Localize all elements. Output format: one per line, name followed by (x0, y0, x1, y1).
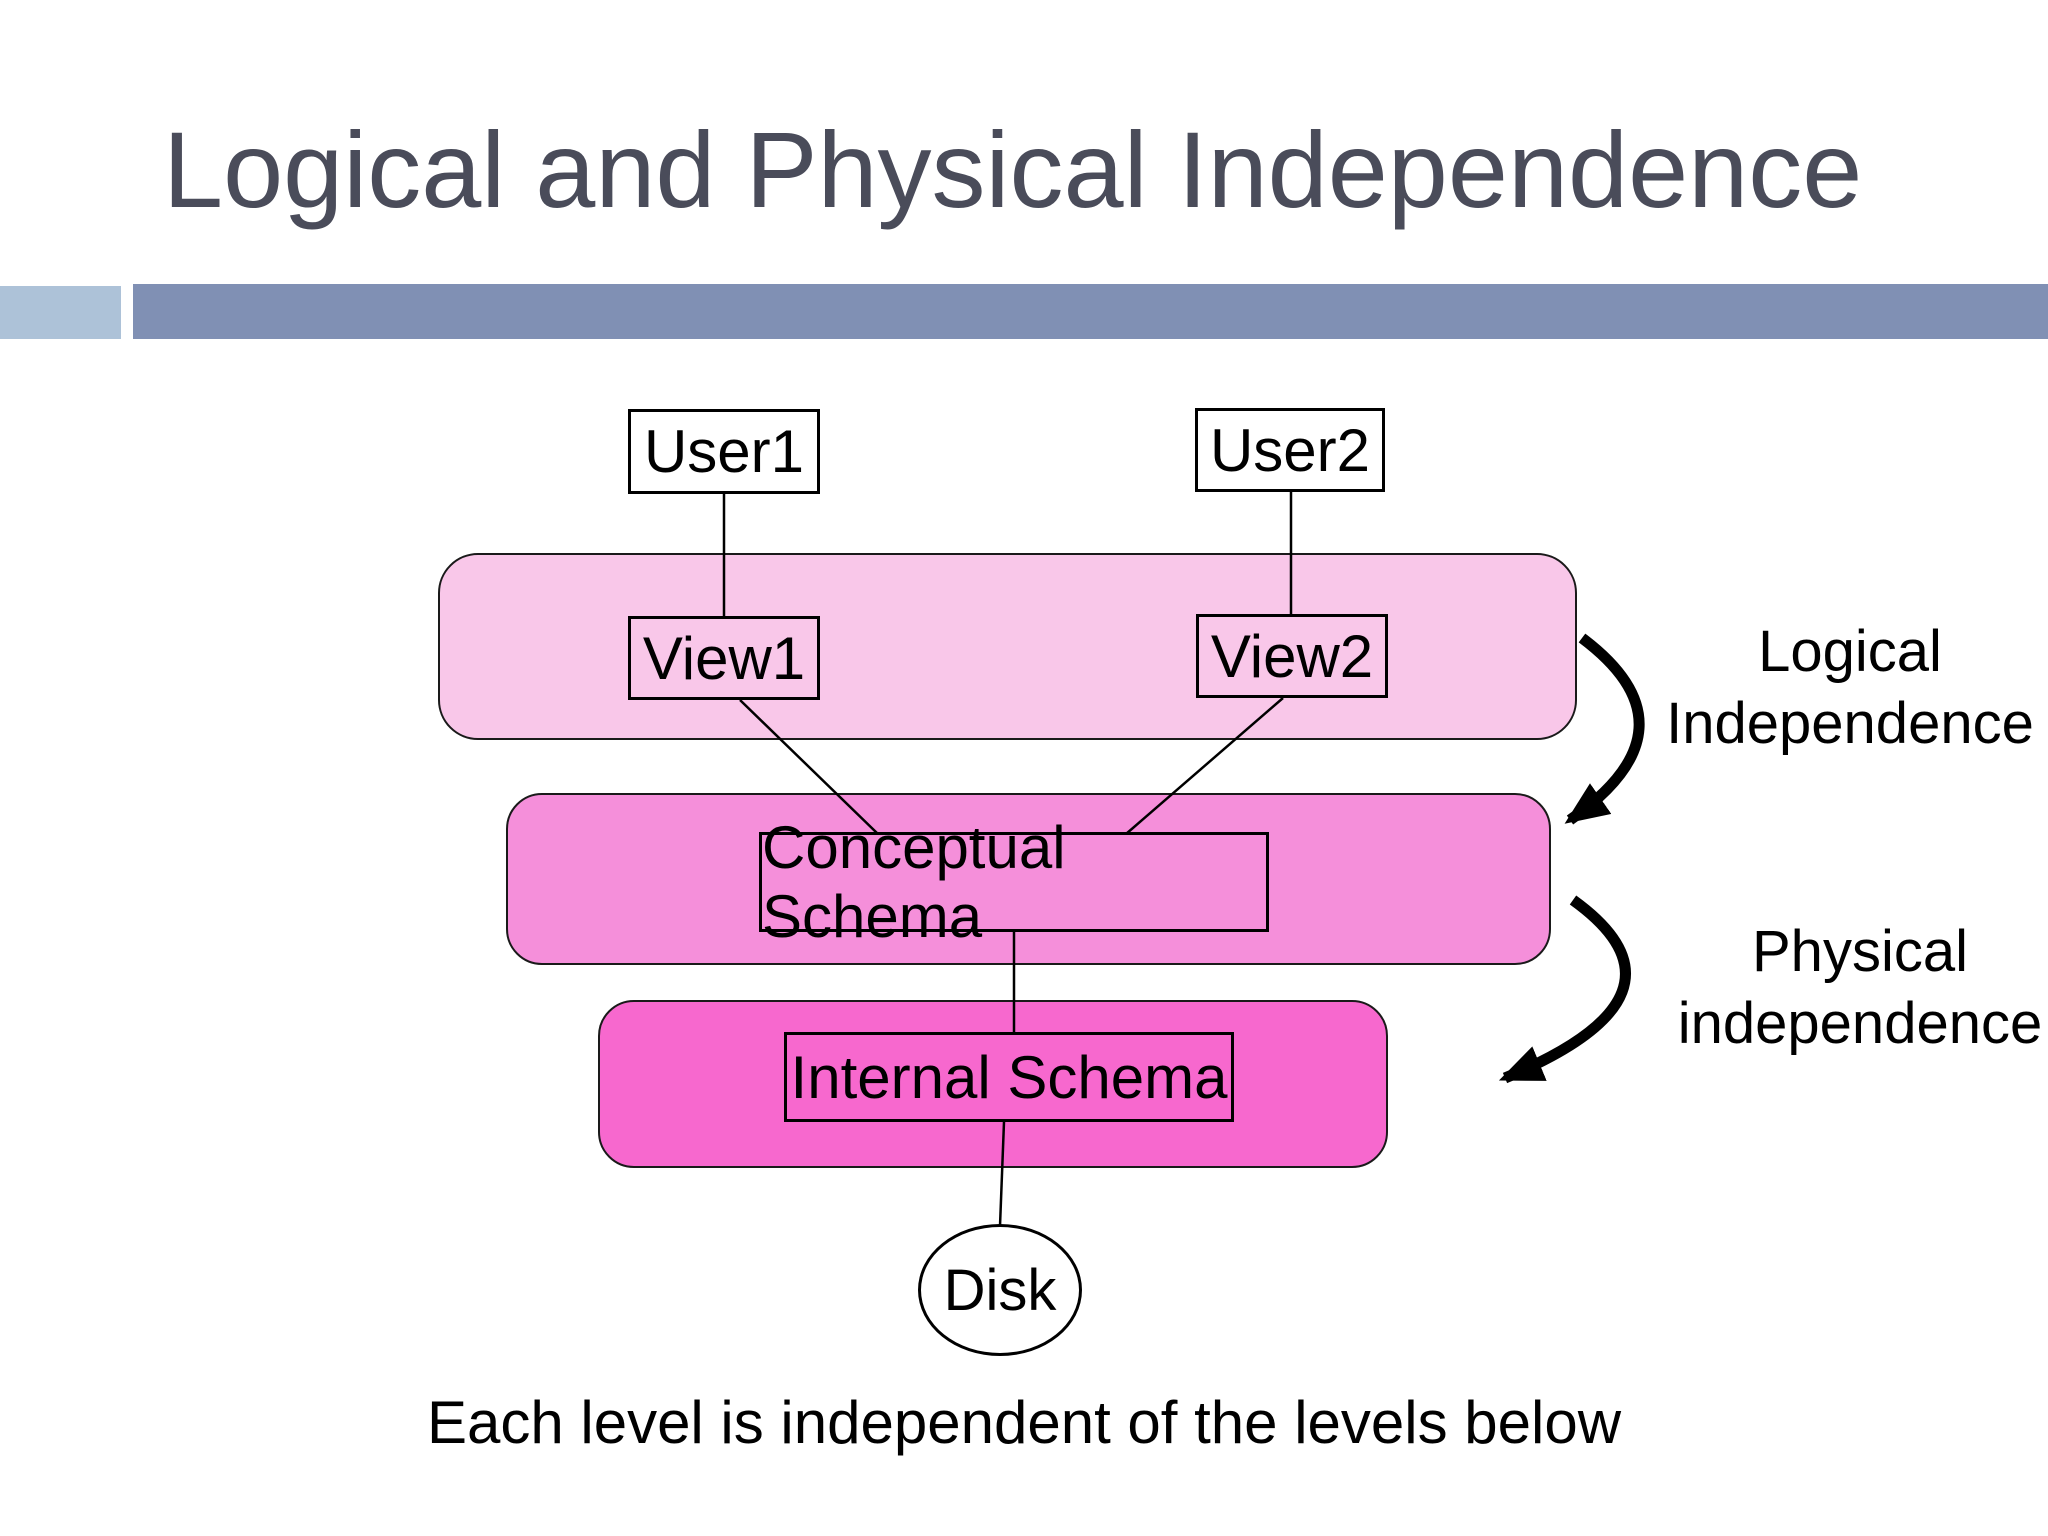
disk-ellipse: Disk (918, 1224, 1082, 1356)
view1-label: View1 (642, 624, 806, 692)
conceptual-schema-label: Conceptual Schema (762, 814, 1066, 950)
logical-independence-label: Logical Independence (1640, 616, 2048, 760)
internal-schema-box: Internal Schema (784, 1032, 1234, 1122)
user1-box: User1 (628, 409, 820, 494)
logical-independence-arrow (1564, 633, 1645, 825)
physical-independence-line1: Physical (1752, 919, 1968, 984)
edge-view1-conceptual (739, 699, 879, 835)
page-title: Logical and Physical Independence (163, 109, 1863, 230)
user2-label: User2 (1209, 416, 1371, 484)
edge-internal-disk (998, 1121, 1006, 1227)
logical-independence-line1: Logical (1758, 619, 1942, 684)
internal-schema-label: Internal Schema (790, 1043, 1228, 1111)
physical-independence-line2: independence (1677, 991, 2043, 1056)
view1-box: View1 (628, 616, 820, 700)
user2-box: User2 (1195, 408, 1385, 492)
disk-label: Disk (943, 1257, 1057, 1323)
user1-label: User1 (643, 418, 805, 485)
logical-independence-line2: Independence (1666, 691, 2034, 756)
accent-square (0, 286, 121, 339)
slide-caption: Each level is independent of the levels … (426, 1389, 1622, 1456)
accent-bar (133, 284, 2048, 339)
conceptual-schema-box: Conceptual Schema (759, 814, 1269, 950)
physical-independence-arrow (1498, 895, 1631, 1084)
edge-view2-conceptual (1125, 697, 1284, 835)
view2-box: View2 (1196, 614, 1388, 698)
physical-independence-label: Physical independence (1650, 916, 2048, 1060)
internal-layer (598, 1000, 1388, 1168)
view2-label: View2 (1210, 622, 1374, 690)
